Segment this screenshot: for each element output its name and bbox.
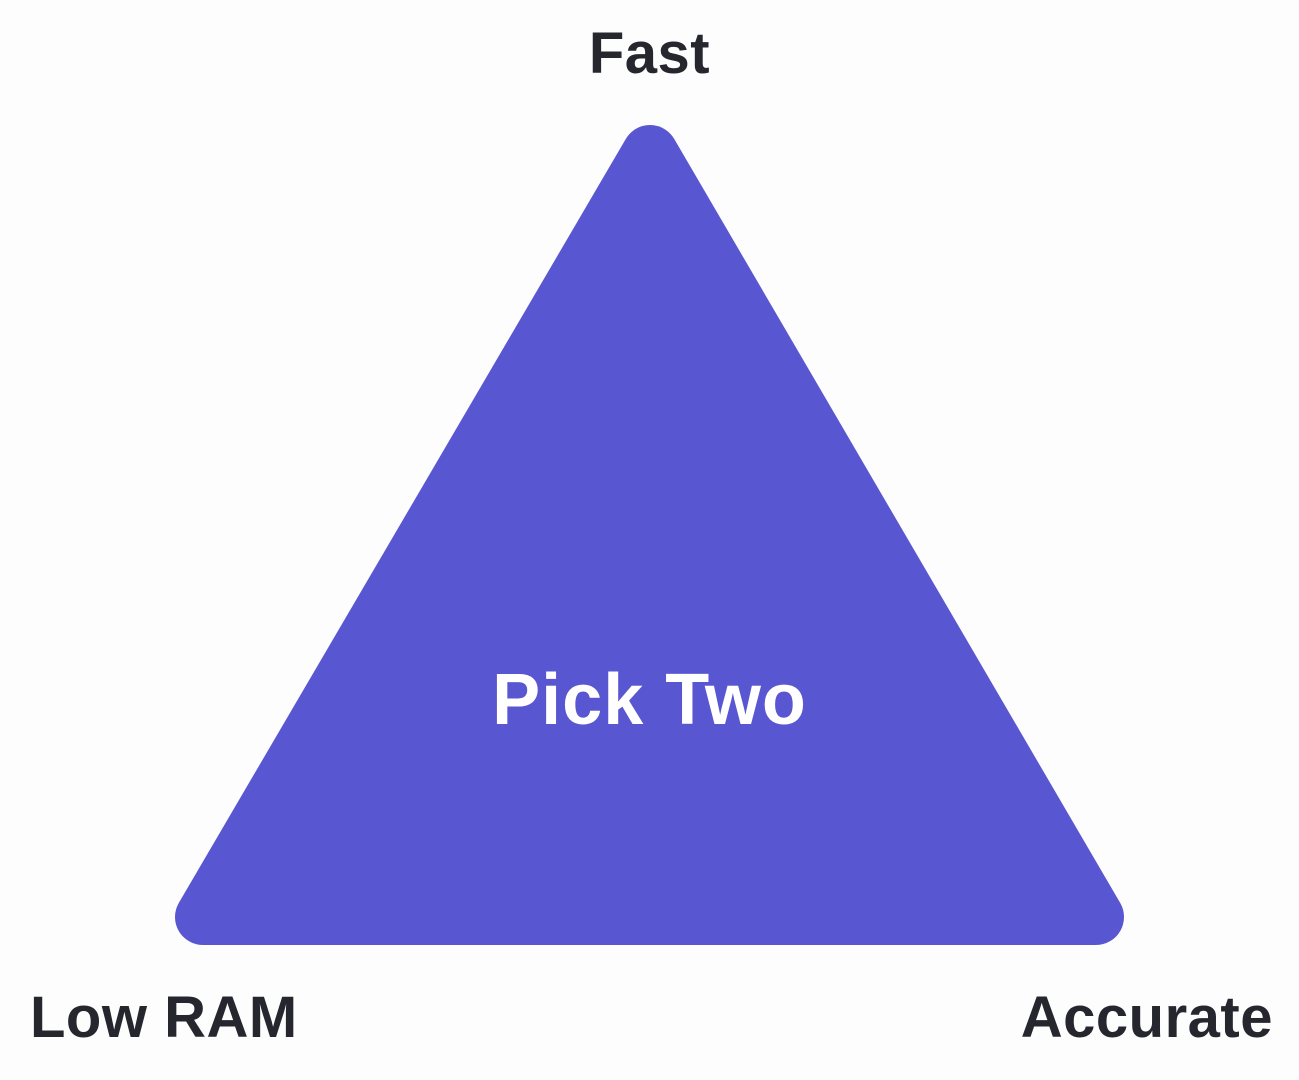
triangle-shape (175, 125, 1124, 945)
vertex-label-accurate: Accurate (1020, 985, 1273, 1050)
center-label-pick-two: Pick Two (492, 660, 807, 740)
vertex-label-low-ram: Low RAM (30, 985, 298, 1050)
vertex-label-fast: Fast (588, 21, 711, 86)
